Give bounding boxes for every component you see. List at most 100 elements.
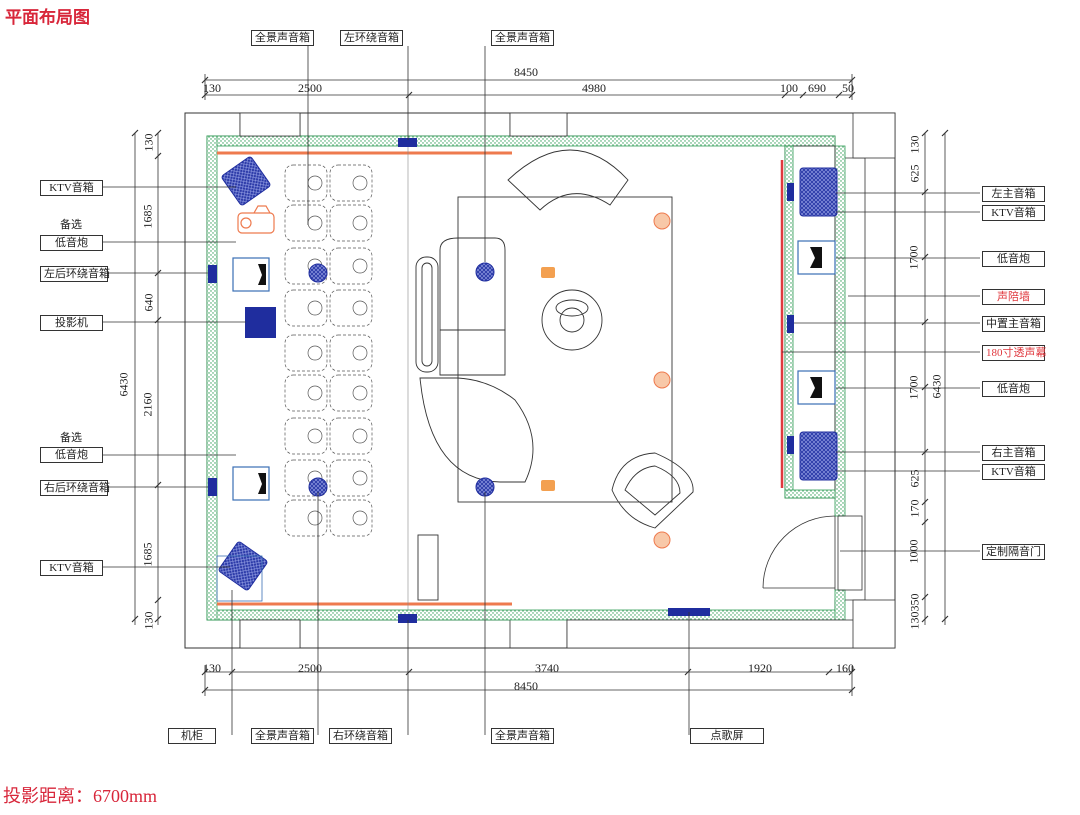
label-right-sub-top: 低音炮 — [982, 251, 1045, 267]
seat — [284, 374, 328, 412]
dim-left-seg: 640 — [141, 293, 156, 312]
seat-occupant — [352, 345, 368, 361]
dim-right-seg: 1700 — [906, 375, 921, 400]
seat — [284, 289, 328, 327]
label-left-sub-bottom: 低音炮 — [40, 447, 103, 463]
dim-top-seg: 690 — [808, 81, 826, 95]
lounge-furniture — [415, 149, 694, 601]
dim-bottom-seg: 160 — [836, 661, 854, 675]
seat — [329, 289, 373, 327]
dim-right-seg: 350 — [907, 593, 922, 612]
label-right-ktv-bottom: KTV音箱 — [982, 464, 1045, 480]
dim-left-seg: 2160 — [140, 392, 155, 417]
label-bottom-fullrange-right: 全景声音箱 — [491, 728, 554, 744]
dim-left-seg: 130 — [141, 133, 156, 152]
label-sound-wall: 声陪墙 — [982, 289, 1045, 305]
label-door: 定制隔音门 — [982, 544, 1045, 560]
seat — [284, 417, 328, 455]
seat-occupant — [352, 300, 368, 316]
dim-top-seg: 50 — [842, 81, 854, 95]
seat-occupant — [307, 300, 323, 316]
dim-bottom-seg: 130 — [203, 661, 221, 675]
label-left-main: 左主音箱 — [982, 186, 1045, 202]
seat-occupant — [352, 470, 368, 486]
label-left-ktv-top: KTV音箱 — [40, 180, 103, 196]
label-left-rear-surround: 左后环绕音箱 — [40, 266, 110, 282]
dim-right-seg: 130 — [907, 611, 922, 630]
dim-left-seg: 1685 — [140, 204, 155, 229]
projection-distance: 投影距离：6700mm — [3, 786, 158, 806]
dim-right-seg: 625 — [907, 469, 922, 488]
dim-left-seg: 130 — [141, 611, 156, 630]
label-left-ktv-bottom: KTV音箱 — [40, 560, 103, 576]
label-top-fullrange-left: 全景声音箱 — [251, 30, 314, 46]
seat-occupant — [352, 215, 368, 231]
seat-occupant — [352, 258, 368, 274]
dim-right-seg: 130 — [907, 135, 922, 154]
seat-occupant — [352, 385, 368, 401]
seat — [329, 334, 373, 372]
label-right-rear-surround: 右后环绕音箱 — [40, 480, 110, 496]
dim-top-seg: 4980 — [582, 81, 606, 95]
dim-bottom-seg: 3740 — [535, 661, 559, 675]
seat-occupant — [307, 215, 323, 231]
left-equipment — [208, 156, 276, 602]
label-ktv-screen: 点歌屏 — [690, 728, 764, 744]
seat — [329, 247, 373, 285]
label-top-left-surround: 左环绕音箱 — [340, 30, 403, 46]
seat — [329, 204, 373, 242]
dim-left-total: 6430 — [116, 372, 131, 397]
label-bottom-fullrange-left: 全景声音箱 — [251, 728, 314, 744]
dim-right-seg: 170 — [907, 499, 922, 518]
soundproof-door — [762, 515, 863, 591]
seat — [329, 164, 373, 202]
label-screen: 180寸透声幕 — [982, 345, 1047, 361]
seat — [329, 459, 373, 497]
dim-top-total: 8450 — [514, 65, 538, 79]
theater-seating — [284, 164, 373, 537]
dim-bottom-seg: 2500 — [298, 661, 322, 675]
seat-occupant — [352, 175, 368, 191]
seat — [284, 204, 328, 242]
dim-right-seg: 625 — [907, 164, 922, 183]
seat — [329, 374, 373, 412]
leader-lines — [100, 38, 980, 735]
seat — [284, 164, 328, 202]
seat-occupant — [352, 428, 368, 444]
dim-top-seg: 100 — [780, 81, 798, 95]
label-left-optional-bottom: 备选 — [60, 432, 82, 444]
label-right-ktv-top: KTV音箱 — [982, 205, 1045, 221]
room-walls — [184, 112, 896, 649]
label-right-sub-bottom: 低音炮 — [982, 381, 1045, 397]
dim-bottom-total: 8450 — [514, 679, 538, 693]
seat-occupant — [307, 510, 323, 526]
seat-occupant — [307, 428, 323, 444]
seat — [284, 247, 328, 285]
seat — [284, 334, 328, 372]
dim-right-seg: 1700 — [906, 245, 921, 270]
dim-left-seg: 1685 — [140, 542, 155, 567]
dim-top-seg: 2500 — [298, 81, 322, 95]
page-title: 平面布局图 — [5, 8, 90, 27]
label-left-optional-top: 备选 — [60, 219, 82, 231]
seat — [329, 417, 373, 455]
seat — [329, 499, 373, 537]
dim-bottom-seg: 1920 — [748, 661, 772, 675]
dim-right-total: 6430 — [929, 374, 944, 399]
dim-top-seg: 130 — [203, 81, 221, 95]
label-bottom-right-surround: 右环绕音箱 — [329, 728, 392, 744]
label-cabinet: 机柜 — [168, 728, 216, 744]
seat-occupant — [307, 345, 323, 361]
dim-right-seg: 1000 — [906, 539, 921, 564]
seat — [284, 459, 328, 497]
seat — [284, 499, 328, 537]
room-speakers — [308, 138, 710, 623]
label-right-main: 右主音箱 — [982, 445, 1045, 461]
label-left-projector: 投影机 — [40, 315, 103, 331]
seat-occupant — [307, 175, 323, 191]
screen-wall — [780, 145, 838, 499]
label-left-sub-top: 低音炮 — [40, 235, 103, 251]
seat-occupant — [352, 510, 368, 526]
label-top-fullrange-right: 全景声音箱 — [491, 30, 554, 46]
